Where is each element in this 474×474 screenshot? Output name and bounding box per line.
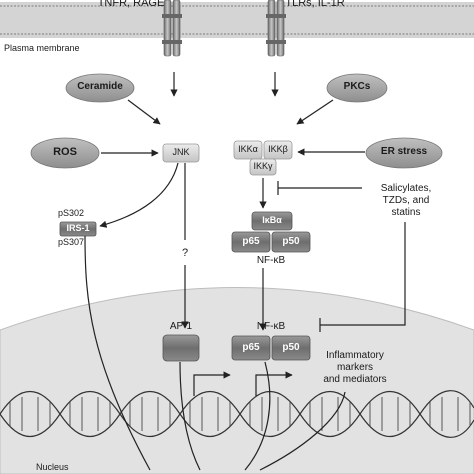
p50-nuclear-label: p50 <box>282 342 300 353</box>
pkcs-label: PKCs <box>343 81 371 92</box>
jnk-node <box>162 143 200 163</box>
er-stress-node <box>365 137 443 169</box>
outputs-label: Inflammatory markers and mediators <box>310 350 400 386</box>
inhibitors-line-2: TZDs, and <box>382 195 430 206</box>
pkcs-node <box>326 73 388 103</box>
arrow-nfkb-transcription <box>255 371 293 396</box>
inhibitors-line-3: statins <box>391 207 421 218</box>
ps307-label: pS307 <box>58 237 85 247</box>
p65-label: p65 <box>242 236 260 247</box>
ap1-node <box>162 334 200 362</box>
ap1-label: AP-1 <box>169 321 193 332</box>
receptor-right <box>266 0 286 57</box>
inhibitors-label: Salicylates, TZDs, and statins <box>366 183 446 219</box>
jnk-label: JNK <box>172 147 190 157</box>
line-nfkb-down <box>244 361 271 471</box>
nfkb-nuclear-label: NF-κB <box>256 321 286 332</box>
receptor-left-label: TNFR, RAGE <box>97 0 165 9</box>
inhibition-lines <box>277 181 406 332</box>
er-stress-label: ER stress <box>380 146 428 157</box>
ceramide-label: Ceramide <box>77 81 123 92</box>
ros-node <box>30 137 100 169</box>
nuclear-nfkb-complex <box>231 335 311 361</box>
ikk-alpha-label: IKKα <box>238 144 258 154</box>
dna-helix <box>0 390 474 438</box>
irs1-label: IRS-1 <box>66 223 90 233</box>
ps302-label: pS302 <box>58 208 85 218</box>
line-irs1-down <box>84 235 151 471</box>
outputs-line-3: and mediators <box>323 374 387 385</box>
ceramide-node <box>65 73 135 103</box>
ros-label: ROS <box>53 146 77 158</box>
plasma-membrane <box>0 2 474 38</box>
outputs-line-1: Inflammatory <box>326 350 384 361</box>
receptor-left <box>162 0 182 57</box>
p50-label: p50 <box>282 236 300 247</box>
inhibitors-line-1: Salicylates, <box>380 183 432 194</box>
ikba-label: IκBα <box>262 215 282 225</box>
question-label: ? <box>181 247 189 259</box>
receptor-right-label: TLRs, IL-1R <box>285 0 345 9</box>
line-outputs-down <box>259 391 346 471</box>
membrane-label: Plasma membrane <box>4 43 80 53</box>
arrow-ap1-transcription <box>193 371 231 396</box>
arrow-ceramide-to-jnk <box>127 99 161 125</box>
nucleus-label: Nucleus <box>36 462 69 472</box>
nfkb-label: NF-κB <box>256 255 286 266</box>
nucleus <box>0 287 474 474</box>
arrow-jnk-to-irs1 <box>99 162 179 228</box>
ikk-complex <box>233 140 293 176</box>
line-ap1-down <box>179 361 201 471</box>
arrow-pkcs-to-ikk <box>296 99 334 125</box>
ikk-beta-label: IKKβ <box>268 144 288 154</box>
ikba-nfkb-complex <box>231 211 311 253</box>
irs1-node <box>59 221 97 237</box>
outputs-line-2: markers <box>336 362 374 373</box>
p65-nuclear-label: p65 <box>242 342 260 353</box>
ikk-gamma-label: IKKγ <box>253 161 273 171</box>
